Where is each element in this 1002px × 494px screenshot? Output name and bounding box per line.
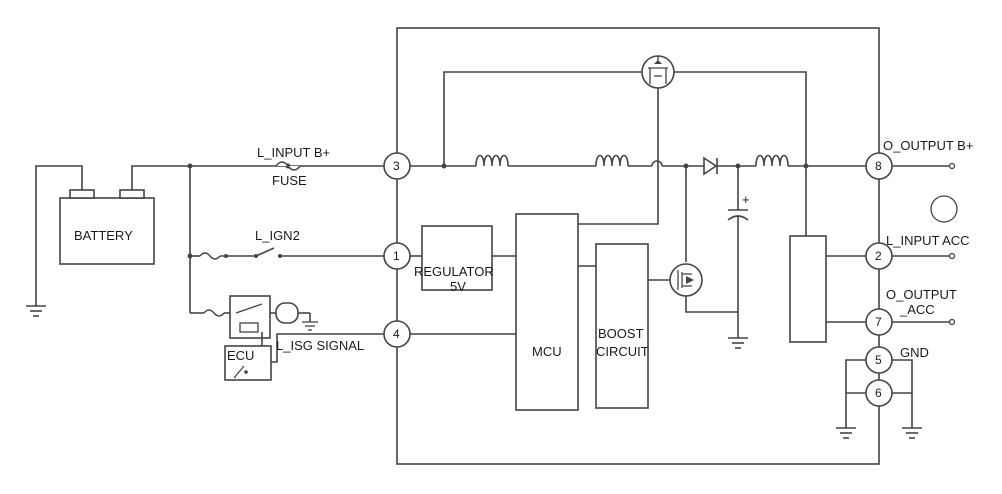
o-output-bplus-label: O_OUTPUT B+ bbox=[883, 138, 973, 153]
o-output-acc-label: O_OUTPUT bbox=[886, 287, 957, 302]
diode-icon bbox=[703, 156, 718, 176]
pin-5: 5 bbox=[865, 346, 893, 374]
regulator-block bbox=[421, 225, 493, 291]
regulator-voltage-label: 5V bbox=[450, 279, 466, 294]
fuse-label: FUSE bbox=[272, 173, 307, 188]
svg-text:3: 3 bbox=[393, 159, 400, 173]
indicator-circle-icon bbox=[930, 195, 958, 223]
boost-label: BOOST bbox=[598, 326, 644, 341]
l-isg-signal-label: L_ISG SIGNAL bbox=[276, 338, 364, 353]
mcu-block bbox=[515, 213, 579, 411]
o-output-acc-label-2: _ACC bbox=[899, 302, 935, 317]
ign2-switch-icon bbox=[255, 247, 275, 257]
inductor-1-icon bbox=[475, 154, 509, 167]
capacitor-plus-label: + bbox=[742, 192, 750, 207]
motor-icon bbox=[275, 302, 318, 331]
battery-positive-wire bbox=[131, 165, 190, 190]
isg-fuse-icon bbox=[203, 309, 225, 317]
pin-6: 6 bbox=[865, 379, 893, 407]
pin-3: 3 bbox=[383, 152, 411, 180]
gnd-right-ground-icon bbox=[902, 427, 922, 439]
mcu-label: MCU bbox=[532, 344, 562, 359]
bypass-mosfet-icon bbox=[641, 55, 675, 89]
battery: BATTERY bbox=[59, 189, 155, 265]
gnd-left-ground-icon bbox=[836, 427, 856, 439]
boost-mosfet-icon bbox=[669, 263, 703, 297]
svg-text:4: 4 bbox=[393, 327, 400, 341]
pin-1: 1 bbox=[383, 242, 411, 270]
pin-8: 8 bbox=[865, 152, 893, 180]
battery-ground-wire bbox=[35, 165, 83, 306]
gnd-label: GND bbox=[900, 345, 929, 360]
output-switch-block bbox=[789, 235, 827, 343]
svg-text:2: 2 bbox=[875, 249, 882, 263]
svg-text:6: 6 bbox=[875, 386, 882, 400]
l-input-bplus-label: L_INPUT B+ bbox=[257, 145, 330, 160]
l-input-acc-label: L_INPUT ACC bbox=[886, 233, 970, 248]
inductor-3-icon bbox=[755, 154, 789, 167]
svg-text:5: 5 bbox=[875, 353, 882, 367]
ecu-box: ECU bbox=[224, 345, 272, 381]
pin-4: 4 bbox=[383, 320, 411, 348]
capacitor-ground-icon bbox=[728, 337, 748, 349]
svg-text:1: 1 bbox=[393, 249, 400, 263]
relay bbox=[229, 295, 271, 339]
ecu-label: ECU bbox=[227, 348, 254, 363]
boost-label-2: CIRCUIT bbox=[596, 344, 649, 359]
boost-circuit-block bbox=[595, 243, 649, 409]
ground-icon bbox=[26, 305, 46, 317]
pin-7: 7 bbox=[865, 308, 893, 336]
fuse-icon bbox=[275, 161, 301, 171]
regulator-label: REGULATOR bbox=[414, 264, 494, 279]
inductor-2-icon bbox=[595, 154, 629, 167]
l-ign2-label: L_IGN2 bbox=[255, 228, 300, 243]
svg-text:8: 8 bbox=[875, 159, 882, 173]
svg-text:7: 7 bbox=[875, 315, 882, 329]
ign2-fuse-icon bbox=[199, 252, 221, 260]
battery-label: BATTERY bbox=[74, 228, 133, 243]
